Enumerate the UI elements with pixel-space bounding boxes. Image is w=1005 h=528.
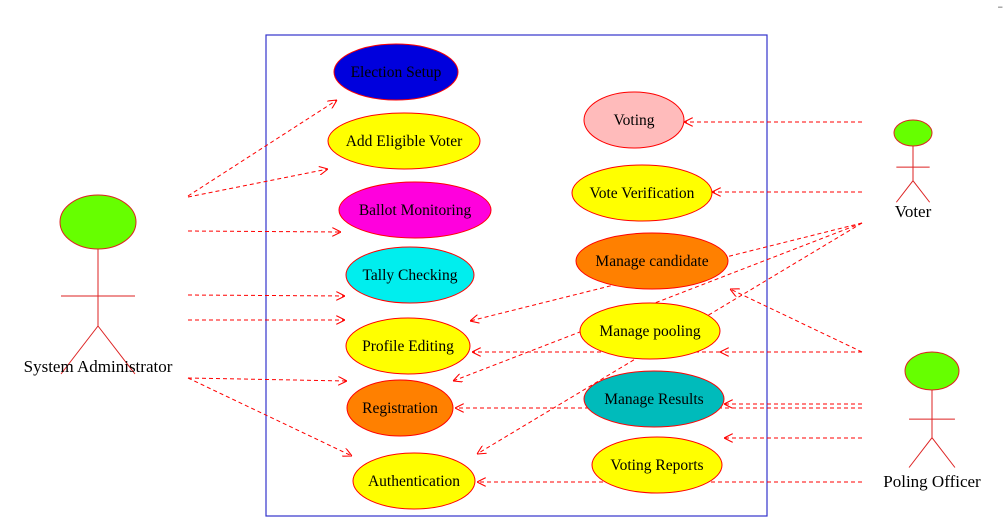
actor-head-icon <box>904 351 960 391</box>
use-case-ellipse <box>345 317 471 375</box>
actor-officer: Poling Officer <box>883 351 981 491</box>
use-case-tally-checking: Tally Checking <box>345 246 475 304</box>
use-case-label: Manage Results <box>604 391 703 408</box>
corner-mark: – <box>997 0 1004 13</box>
use-case-voting-reports: Voting Reports <box>591 436 723 494</box>
use-case-ellipse <box>575 232 729 290</box>
relation-officer-to-manage-candidate <box>730 289 863 353</box>
use-case-label: Election Setup <box>351 64 442 81</box>
use-case-ellipse <box>571 164 713 222</box>
use-case-label: Authentication <box>368 473 460 490</box>
use-case-vote-verification: Vote Verification <box>571 164 713 222</box>
use-case-label: Voting Reports <box>610 457 703 474</box>
use-case-label: Manage pooling <box>599 323 700 340</box>
actor-admin: System Administrator <box>24 194 173 376</box>
system-boundary <box>265 34 768 517</box>
relation-admin-to-ballot-monitoring <box>187 231 341 232</box>
use-case-label: Registration <box>362 400 438 417</box>
use-case-ellipse <box>345 246 475 304</box>
use-case-label: Voting <box>613 112 654 129</box>
relation-voter-to-registration <box>453 222 863 381</box>
use-case-ellipse <box>338 181 492 239</box>
actor-label: Poling Officer <box>883 472 981 491</box>
relation-admin-to-add-eligible-voter <box>187 169 328 198</box>
relation-admin-to-election-setup <box>187 100 337 197</box>
use-case-ellipse <box>352 452 476 510</box>
use-case-label: Add Eligible Voter <box>346 133 463 150</box>
relation-admin-to-authentication <box>187 377 352 456</box>
use-case-ellipse <box>327 112 481 170</box>
relation-voter-to-profile-editing <box>470 222 863 321</box>
use-case-ballot-monitoring: Ballot Monitoring <box>338 181 492 239</box>
use-case-ellipse <box>333 43 459 101</box>
use-case-label: Profile Editing <box>362 338 454 355</box>
use-case-election-setup: Election Setup <box>333 43 459 101</box>
use-case-manage-pooling: Manage pooling <box>579 302 721 360</box>
use-case-ellipse <box>346 379 454 437</box>
use-case-label: Manage candidate <box>595 253 708 270</box>
use-case-ellipse <box>583 370 725 428</box>
use-case-registration: Registration <box>346 379 454 437</box>
use-case-profile-editing: Profile Editing <box>345 317 471 375</box>
relations-layer <box>187 100 863 482</box>
actor-head-icon <box>59 194 137 250</box>
use-case-ellipse <box>591 436 723 494</box>
actor-head-icon <box>893 119 933 147</box>
relation-admin-to-registration <box>187 378 347 381</box>
use-case-manage-results: Manage Results <box>583 370 725 428</box>
actor-right-leg <box>912 180 931 203</box>
use-case-authentication: Authentication <box>352 452 476 510</box>
use-case-ellipse <box>583 91 685 149</box>
use-case-manage-candidate: Manage candidate <box>575 232 729 290</box>
actor-left-leg <box>60 325 99 375</box>
actor-label: Voter <box>895 202 932 221</box>
actor-left-leg <box>908 437 933 468</box>
relation-admin-to-tally-checking <box>187 295 345 296</box>
use-case-label: Vote Verification <box>590 185 695 202</box>
use-case-label: Tally Checking <box>363 267 458 284</box>
actor-right-leg <box>97 325 136 375</box>
actor-left-leg <box>895 180 914 203</box>
use-case-label: Ballot Monitoring <box>359 202 472 219</box>
actor-right-leg <box>931 437 956 468</box>
actor-voter: Voter <box>893 119 933 221</box>
use-case-add-eligible-voter: Add Eligible Voter <box>327 112 481 170</box>
use-case-voting: Voting <box>583 91 685 149</box>
actor-label: System Administrator <box>24 357 173 376</box>
use-case-ellipse <box>579 302 721 360</box>
